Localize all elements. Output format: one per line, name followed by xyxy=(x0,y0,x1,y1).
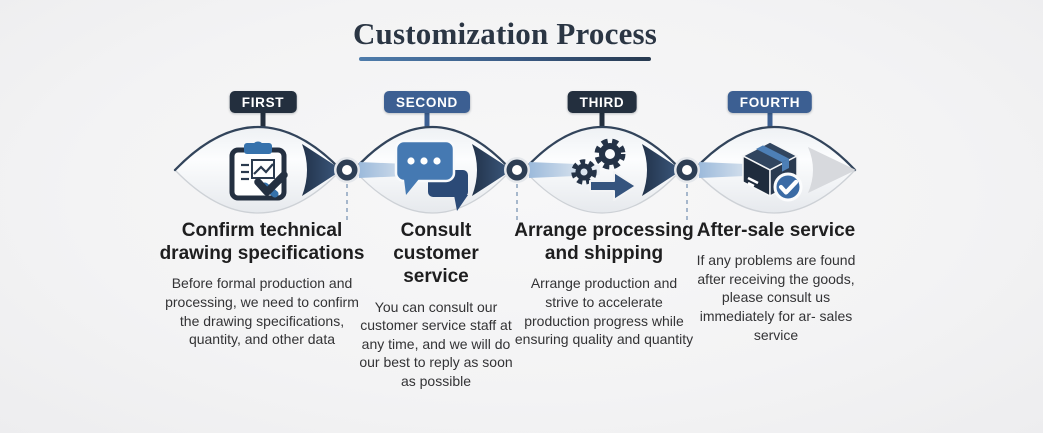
step1-label: FIRST xyxy=(229,91,297,113)
ribbon-end-arrow xyxy=(808,147,856,193)
page-title: Customization Process xyxy=(352,16,658,51)
arrow-step1 xyxy=(302,144,342,196)
step1-heading: Confirm technical drawing specifications xyxy=(159,220,365,265)
step2-label: SECOND xyxy=(384,91,470,113)
step4-label-stem xyxy=(767,112,773,131)
arrow-step2 xyxy=(472,144,512,196)
step4-column: After-sale service If any problems are f… xyxy=(689,219,863,344)
step4-description: If any problems are found after receivin… xyxy=(696,252,856,343)
step2-heading: Consult customer service xyxy=(393,220,479,288)
node-3 xyxy=(674,157,700,183)
step2-label-stem xyxy=(424,112,430,131)
process-ribbon xyxy=(173,126,857,221)
step3-column: Arrange processing and shipping Arrange … xyxy=(509,219,699,349)
title-underline xyxy=(359,57,651,61)
step4-heading: After-sale service xyxy=(696,220,856,241)
gears-arrow-icon xyxy=(571,138,637,201)
arrow-step3 xyxy=(642,144,682,196)
step3-heading: Arrange processing and shipping xyxy=(514,220,694,265)
step3-description: Arrange production and strive to acceler… xyxy=(514,275,694,348)
step1-description: Before formal production and processing,… xyxy=(165,275,359,348)
step4-label: FOURTH xyxy=(727,91,813,113)
step2-column: Consult customer service You can consult… xyxy=(350,219,522,391)
step3-label: THIRD xyxy=(567,91,637,113)
lens-step3 xyxy=(522,126,683,214)
node-2 xyxy=(504,157,530,183)
node-1 xyxy=(334,157,360,183)
check-badge-icon xyxy=(773,172,803,202)
step1-label-stem xyxy=(260,112,266,131)
step3-label-stem xyxy=(599,112,605,131)
chat-bubbles-icon xyxy=(394,139,468,211)
step2-description: You can consult our customer service sta… xyxy=(359,298,513,389)
step1-column: Confirm technical drawing specifications… xyxy=(155,219,369,349)
clipboard-check-icon xyxy=(229,141,288,201)
package-check-icon xyxy=(741,141,803,202)
